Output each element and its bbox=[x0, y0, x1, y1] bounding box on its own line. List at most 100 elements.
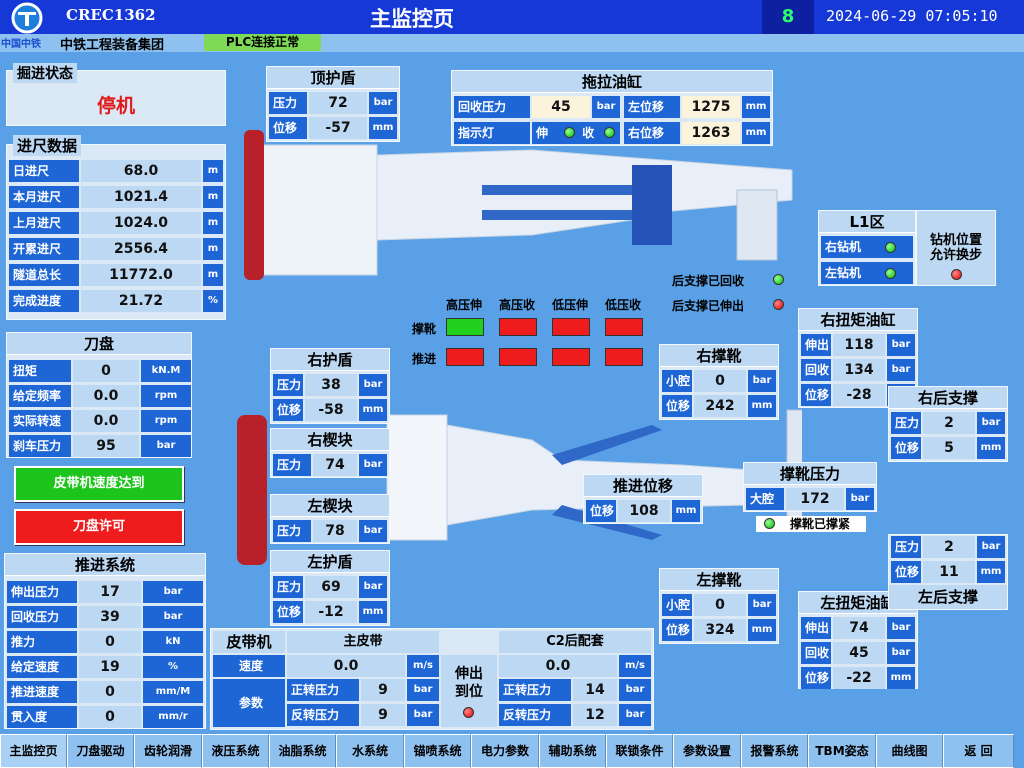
tow-title: 拖拉油缸 bbox=[452, 71, 772, 93]
cutter-value: 0 bbox=[73, 360, 139, 382]
thrust-label: 推进速度 bbox=[7, 681, 77, 703]
nav-button[interactable]: 电力参数 bbox=[471, 734, 539, 768]
left-rear-unit: mm bbox=[977, 561, 1005, 583]
rear-extended-label: 后支撑已伸出 bbox=[672, 299, 745, 313]
counter-display: 8 bbox=[762, 0, 814, 34]
right-rear-value: 5 bbox=[923, 437, 975, 459]
belt-title: 皮带机 bbox=[213, 631, 285, 653]
belt-speed-label: 速度 bbox=[213, 655, 285, 677]
top-shield-label: 压力 bbox=[269, 92, 307, 114]
nav-button[interactable]: 曲线图 bbox=[876, 734, 943, 768]
drill-position-led-icon bbox=[951, 269, 962, 280]
right-gripper-value: 242 bbox=[694, 395, 746, 417]
left-drill-led-icon bbox=[885, 268, 896, 279]
tow-indicator-label: 指示灯 bbox=[454, 122, 530, 144]
thrust-disp-value: 108 bbox=[618, 500, 670, 522]
left-shield-unit: mm bbox=[359, 601, 387, 623]
c2-belt-speed-value: 0.0 bbox=[499, 655, 617, 677]
tow-left-unit: mm bbox=[742, 96, 770, 118]
tow-recover-unit: bar bbox=[592, 96, 620, 118]
gripper-pressure-panel: 撑靴压力 大腔 172 bar bbox=[743, 462, 877, 512]
left-gripper-unit: bar bbox=[748, 594, 776, 616]
right-gripper-unit: bar bbox=[748, 370, 776, 392]
progress-value: 2556.4 bbox=[81, 238, 201, 260]
progress-title: 进尺数据 bbox=[13, 135, 82, 156]
tow-left-label: 左位移 bbox=[624, 96, 680, 118]
progress-unit: % bbox=[203, 290, 223, 312]
c2-fwd-label: 正转压力 bbox=[499, 679, 571, 701]
progress-value: 1021.4 bbox=[81, 186, 201, 208]
progress-label: 本月进尺 bbox=[9, 186, 79, 208]
right-wedge-panel: 右楔块 压力 74 bar bbox=[270, 428, 390, 478]
right-torque-value: -28 bbox=[833, 384, 885, 406]
left-torque-value: 45 bbox=[833, 642, 885, 664]
main-belt-title: 主皮带 bbox=[287, 631, 439, 653]
nav-button[interactable]: 齿轮润滑 bbox=[134, 734, 202, 768]
cutter-unit: rpm bbox=[141, 410, 191, 432]
thrust-disp-title: 推进位移 bbox=[584, 475, 702, 497]
nav-button[interactable]: 参数设置 bbox=[673, 734, 741, 768]
gripper-pressure-title: 撑靴压力 bbox=[744, 463, 876, 485]
top-bar: CREC1362 主监控页 8 2024-06-29 07:05:10 bbox=[0, 0, 1024, 34]
valve-indicator bbox=[552, 348, 590, 366]
right-rear-unit: mm bbox=[977, 437, 1005, 459]
right-wedge-value: 74 bbox=[313, 454, 357, 476]
company-logo-icon bbox=[11, 2, 43, 34]
left-torque-title: 左扭矩油缸 bbox=[799, 592, 917, 614]
tow-extend-led-icon bbox=[564, 127, 575, 138]
extend-led-icon bbox=[463, 707, 474, 718]
thrust-value: 19 bbox=[79, 656, 141, 678]
nav-button[interactable]: 报警系统 bbox=[741, 734, 808, 768]
nav-button[interactable]: 油脂系统 bbox=[269, 734, 336, 768]
cutter-value: 0.0 bbox=[73, 385, 139, 407]
belt-speed-button[interactable]: 皮带机速度达到 bbox=[14, 466, 184, 502]
thrust-unit: mm/r bbox=[143, 706, 203, 728]
gripper-pressure-value: 172 bbox=[786, 488, 844, 510]
right-rear-title: 右后支撑 bbox=[889, 387, 1007, 409]
thrust-label: 贯入度 bbox=[7, 706, 77, 728]
nav-button[interactable]: 辅助系统 bbox=[539, 734, 606, 768]
tow-indicator-box: 伸 收 bbox=[532, 122, 620, 144]
left-shield-unit: bar bbox=[359, 576, 387, 598]
progress-unit: m bbox=[203, 160, 223, 182]
cutter-value: 0.0 bbox=[73, 410, 139, 432]
cutter-label: 刹车压力 bbox=[9, 435, 71, 457]
nav-button[interactable]: 液压系统 bbox=[202, 734, 269, 768]
nav-button[interactable]: 主监控页 bbox=[0, 734, 67, 768]
nav-button[interactable]: TBM姿态 bbox=[808, 734, 876, 768]
progress-value: 1024.0 bbox=[81, 212, 201, 234]
right-shield-value: 38 bbox=[305, 374, 357, 396]
right-torque-unit: bar bbox=[887, 359, 915, 381]
nav-button[interactable]: 水系统 bbox=[336, 734, 404, 768]
thrust-value: 17 bbox=[79, 581, 141, 603]
tow-left-value: 1275 bbox=[682, 96, 740, 118]
right-wedge-title: 右楔块 bbox=[271, 429, 389, 451]
extend-text-2: 到位 bbox=[455, 684, 483, 700]
right-torque-label: 伸出 bbox=[801, 334, 831, 356]
nav-button[interactable]: 锚喷系统 bbox=[404, 734, 471, 768]
cutter-permit-button[interactable]: 刀盘许可 bbox=[14, 509, 184, 545]
cutter-unit: bar bbox=[141, 435, 191, 457]
main-belt-speed-unit: m/s bbox=[407, 655, 439, 677]
right-shield-unit: mm bbox=[359, 399, 387, 421]
nav-button[interactable]: 刀盘驱动 bbox=[67, 734, 134, 768]
left-rear-value: 2 bbox=[923, 536, 975, 558]
nav-button[interactable]: 返 回 bbox=[943, 734, 1014, 768]
c2-belt-title: C2后配套 bbox=[499, 631, 651, 653]
right-torque-value: 118 bbox=[833, 334, 885, 356]
plc-status-badge: PLC连接正常 bbox=[204, 34, 321, 51]
nav-button[interactable]: 联锁条件 bbox=[606, 734, 673, 768]
valve-indicator bbox=[499, 318, 537, 336]
left-rear-title: 左后支撑 bbox=[889, 585, 1007, 609]
left-wedge-panel: 左楔块 压力 78 bar bbox=[270, 494, 390, 544]
thrust-title: 推进系统 bbox=[5, 554, 205, 576]
